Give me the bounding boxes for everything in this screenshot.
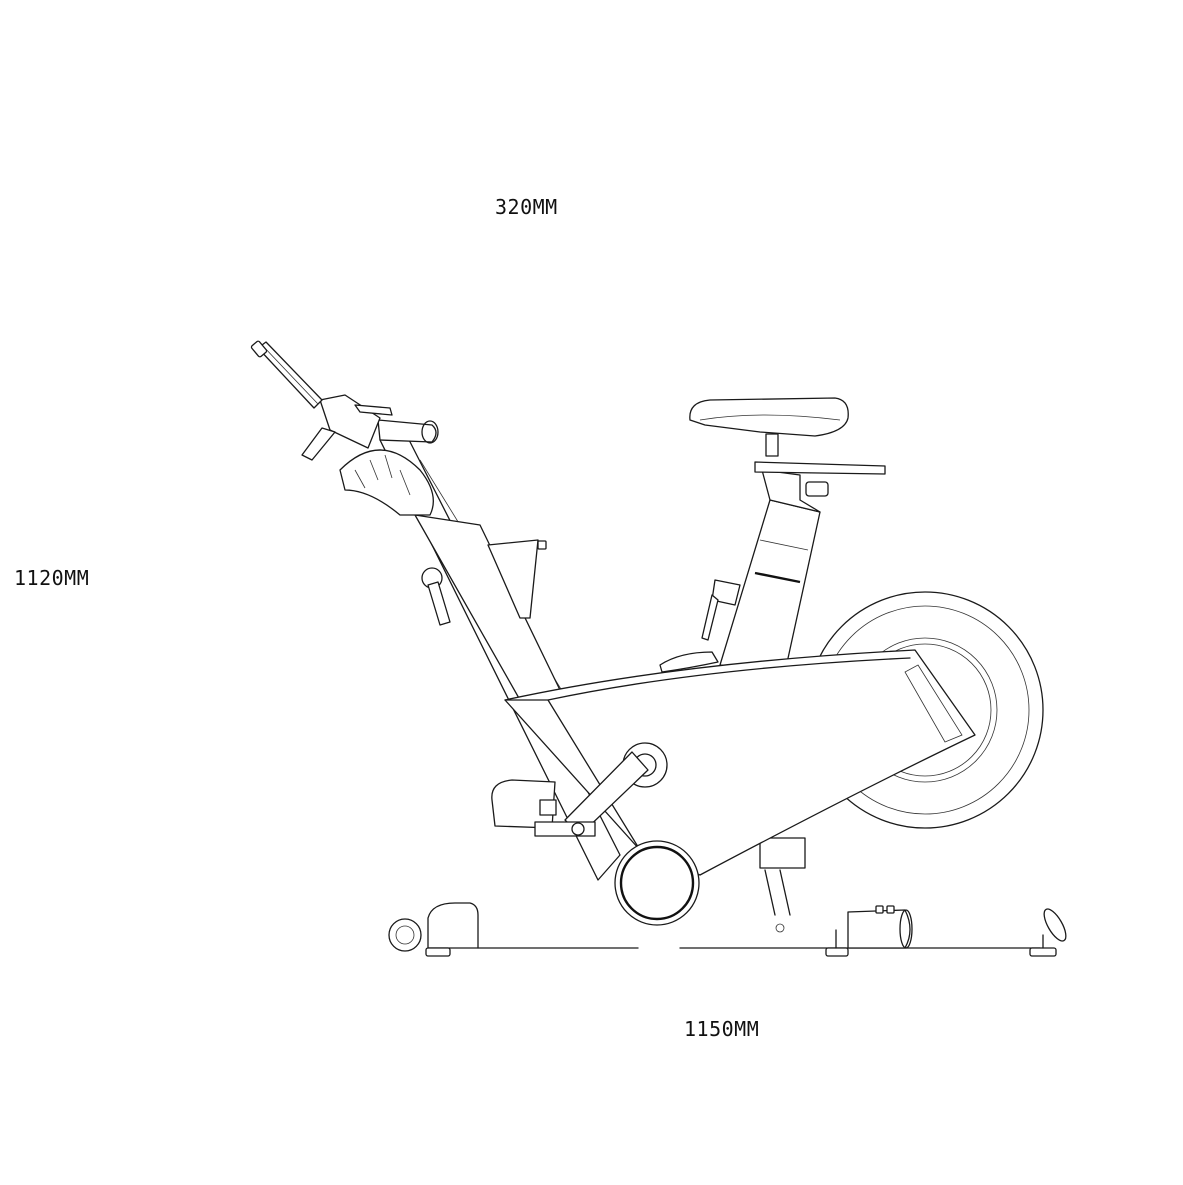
handlebar-clip (301, 427, 336, 461)
rear-leveler-foot (1029, 947, 1057, 957)
bottle-holder (487, 539, 539, 619)
handlebar-grip[interactable] (339, 449, 434, 516)
floor-base (388, 902, 1067, 957)
handlebars (250, 340, 439, 516)
transport-wheel (388, 918, 422, 952)
frame-shroud (504, 649, 976, 876)
mid-leveler-foot (825, 947, 849, 957)
seat-height-lever[interactable] (711, 579, 741, 606)
rear-stabilizer (847, 909, 911, 949)
width-dimension-label: 320MM (495, 195, 558, 219)
height-dimension-label: 1120MM (14, 566, 90, 590)
front-drive-wheel (614, 840, 700, 926)
main-frame (504, 649, 976, 876)
seat-adjust-knob[interactable] (805, 481, 829, 497)
rear-support-post (759, 837, 806, 916)
seat-slider-rail (754, 461, 886, 475)
length-dimension-label: 1150MM (684, 1017, 760, 1041)
saddle (689, 397, 849, 437)
front-stabilizer (427, 902, 479, 949)
rear-cap (1043, 908, 1067, 942)
front-leveler-foot (425, 947, 451, 957)
handlebar-height-lever[interactable] (427, 581, 451, 626)
crank-assembly (491, 742, 668, 837)
